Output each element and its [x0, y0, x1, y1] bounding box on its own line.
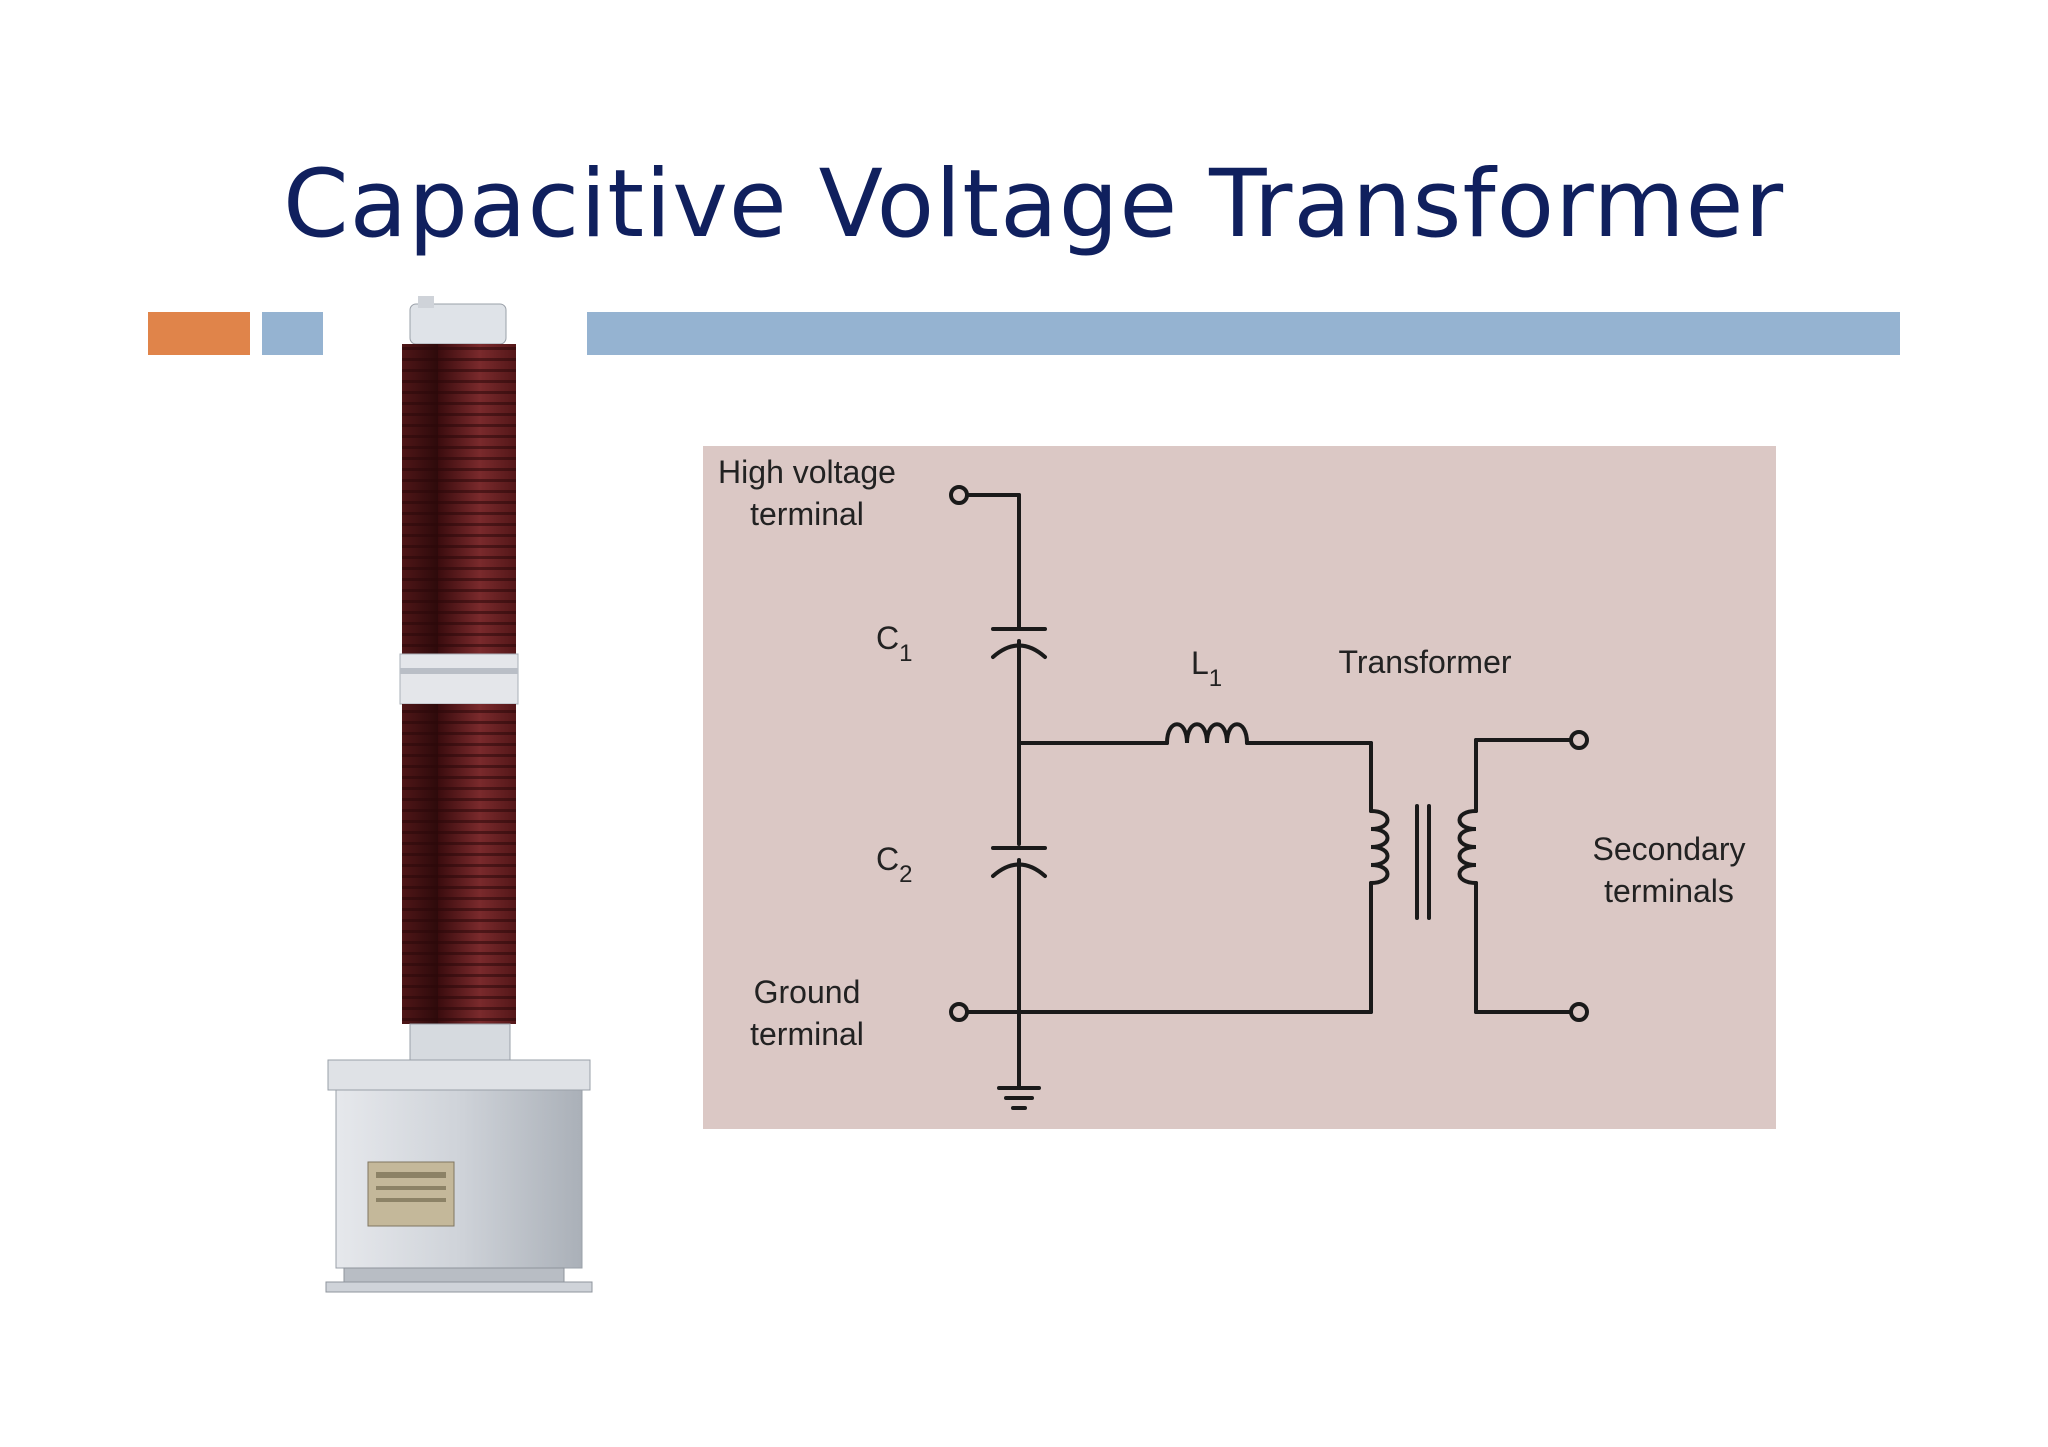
label-ground: Ground — [754, 974, 861, 1010]
high-voltage-terminal-node — [949, 485, 969, 505]
label-high-voltage: High voltage — [718, 454, 896, 490]
secondary-terminal-top — [1569, 730, 1589, 750]
circuit-schematic: High voltage terminal C1 C2 L1 Transform… — [718, 454, 1746, 1110]
label-transformer: Transformer — [1338, 644, 1511, 680]
transformer-secondary — [1457, 809, 1478, 885]
cvt-illustration — [325, 296, 593, 1293]
cvt-circuit-diagram: High voltage terminal C1 C2 L1 Transform… — [703, 446, 1776, 1129]
accent-bar-blue-small — [262, 312, 323, 355]
label-secondary: Secondary — [1593, 831, 1746, 867]
ground-terminal-node — [949, 1002, 969, 1022]
label-terminals: terminals — [1604, 873, 1734, 909]
label-c2: C2 — [876, 841, 912, 888]
label-ground-terminal: terminal — [750, 1016, 864, 1052]
slide-title: Capacitive Voltage Transformer — [283, 150, 1785, 259]
secondary-terminal-bottom — [1569, 1002, 1589, 1022]
label-c1: C1 — [876, 620, 912, 667]
label-terminal: terminal — [750, 496, 864, 532]
inductor-l1 — [1165, 722, 1249, 745]
cvt-photo — [318, 296, 600, 1316]
label-l1: L1 — [1191, 645, 1222, 692]
accent-bar-orange — [148, 312, 250, 355]
accent-bar-blue-long — [587, 312, 1900, 355]
transformer-primary — [1369, 809, 1390, 885]
ground-symbol — [997, 1086, 1041, 1110]
